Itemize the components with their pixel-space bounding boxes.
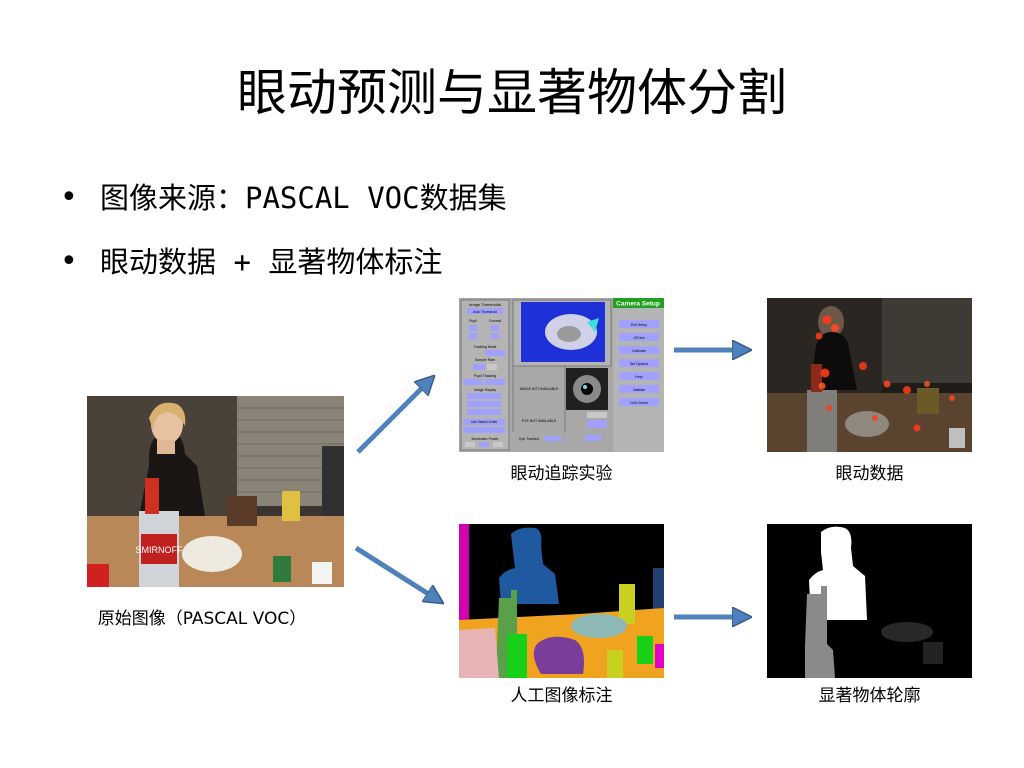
bullet-text: 眼动数据 + 显著物体标注 (100, 245, 443, 279)
caption-saliency: 显著物体轮廓 (818, 686, 921, 706)
bullet-text: 图像来源：PASCAL VOC数据集 (100, 181, 507, 215)
slide-title: 眼动预测与显著物体分割 (237, 64, 787, 122)
et-button: Calibrate (632, 349, 646, 353)
et-button: Validate (633, 388, 645, 392)
bullet-marker: • (60, 244, 78, 279)
caption-segmentation: 人工图像标注 (510, 686, 613, 706)
arrow-to-segmentation (354, 545, 438, 600)
arrow-to-eyetracking (356, 380, 430, 454)
seg-plate (459, 628, 499, 678)
segmentation-image (459, 524, 664, 678)
bullet-marker: • (60, 180, 78, 215)
eyetracking-image: Image Thresholds Auto Threshold Pupil Co… (459, 298, 664, 452)
et-button: Set Options (630, 362, 649, 366)
et-button: Exit Setup (631, 323, 647, 327)
et-label: Pupil Tracking (474, 374, 496, 378)
et-label: Illuminator Power (471, 437, 499, 441)
et-button: Drift Check (630, 401, 648, 405)
seg-cake (533, 636, 584, 674)
et-label: Sample Rate (475, 358, 495, 362)
caption-original: 原始图像（PASCAL VOC） (97, 609, 307, 629)
et-button: Help (635, 375, 642, 379)
et-label: Eye Tracked (519, 437, 539, 441)
et-label: Tracking Mode (473, 345, 496, 349)
bullet-list: • 图像来源：PASCAL VOC数据集 • 眼动数据 + 显著物体标注 (60, 176, 507, 304)
caption-eyetracking: 眼动追踪实验 (510, 464, 613, 484)
et-panel-title: Camera Setup (616, 301, 660, 308)
et-label: Image Display (474, 388, 496, 392)
original-image: SMIRNOFF (87, 396, 344, 587)
et-label: Auto Threshold (473, 310, 497, 314)
bullet-annotations: • 眼动数据 + 显著物体标注 (60, 240, 507, 304)
et-button: Off line (633, 336, 644, 340)
saliency-bottle (805, 586, 835, 678)
et-label: Pupil (469, 319, 477, 323)
fixation-image (767, 298, 972, 452)
seg-person (499, 527, 559, 604)
et-label: Image Thresholds (469, 302, 501, 307)
bullet-image-source: • 图像来源：PASCAL VOC数据集 (60, 176, 507, 240)
et-label: Use Search Limits (471, 420, 497, 424)
caption-fixation: 眼动数据 (835, 464, 904, 484)
saliency-image (767, 524, 972, 678)
bottle-label-text: SMIRNOFF (136, 545, 183, 555)
et-label: IMAGE NOT AVAILABLE (520, 387, 559, 391)
et-label: EYE NOT AVAILABLE (522, 419, 557, 423)
et-label: Corneal (489, 319, 501, 323)
